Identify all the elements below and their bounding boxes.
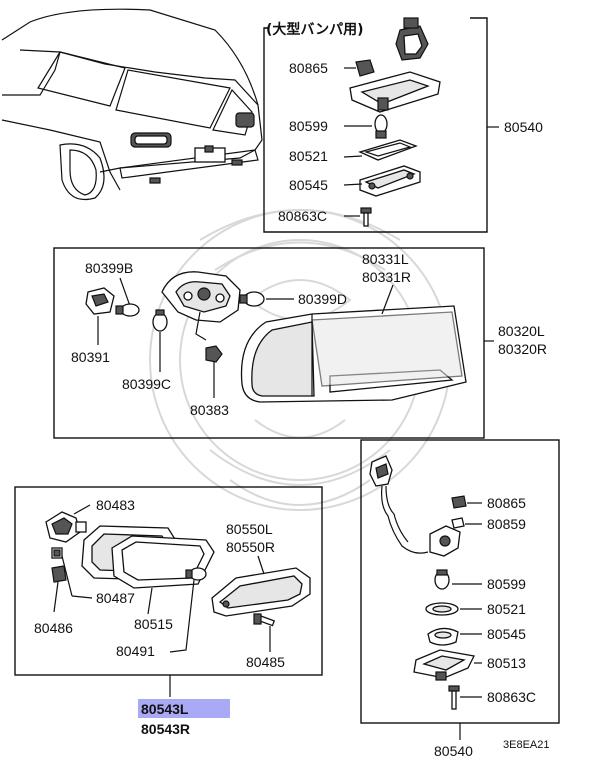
- label-80545-top: 80545: [289, 177, 328, 193]
- label-80491: 80491: [116, 643, 155, 659]
- label-80540-bottom: 80540: [434, 743, 473, 759]
- label-80863c-br: 80863C: [487, 689, 536, 705]
- label-80863c-top: 80863C: [278, 208, 327, 224]
- label-80486: 80486: [34, 620, 73, 636]
- socket-80391-part: [85, 287, 115, 315]
- figure-code: 3E8EA21: [503, 739, 549, 751]
- label-80513: 80513: [487, 655, 526, 671]
- label-80550l: 80550L: [226, 521, 273, 537]
- label-80483: 80483: [96, 497, 135, 513]
- lens-80550-part: [211, 567, 311, 617]
- label-80543l: 80543L: [141, 701, 189, 717]
- tail-lamp-body-part: [240, 305, 467, 403]
- lens-80545-top-part: [359, 165, 421, 197]
- label-80320r: 80320R: [498, 341, 547, 357]
- lamp-socket-harness-part: [161, 271, 241, 341]
- label-80545-br: 80545: [487, 626, 526, 642]
- bulb-80399c-part: [152, 309, 168, 332]
- clip-80865-shape: [355, 59, 375, 77]
- license-lamp-harness-group: 80865 80859 80599 80521 80545: [360, 439, 560, 759]
- label-80485: 80485: [246, 654, 285, 670]
- label-80487: 80487: [96, 590, 135, 606]
- bulb-80399b-part: [115, 303, 140, 317]
- label-80859: 80859: [487, 516, 526, 532]
- label-80550r: 80550R: [226, 539, 275, 555]
- bulb-80399d-part: [239, 291, 265, 307]
- label-80399b: 80399B: [85, 260, 133, 276]
- label-80521-br: 80521: [487, 601, 526, 617]
- box-outline: [14, 486, 323, 676]
- part-80859-shape: [451, 517, 465, 529]
- bulb-80599-top-part: [374, 114, 388, 139]
- screw-80485-part: [253, 613, 276, 627]
- license-lamp-kit-group: (大型バンパ用) 80865 80599 80521: [263, 17, 543, 233]
- box-outline: [53, 247, 485, 439]
- gasket-80521-br-part: [425, 602, 459, 616]
- tail-lamp-group: 80399B 80391 80399C: [53, 247, 547, 439]
- box-outline: [360, 439, 560, 724]
- bulb-80491-part: [185, 567, 207, 581]
- bumper-lamp-group: 80483 80515 80487 80486: [14, 486, 323, 737]
- vehicle-illustration: [1, 8, 263, 201]
- label-80865-top: 80865: [289, 60, 328, 76]
- lens-80545-br-part: [427, 627, 459, 646]
- label-80515: 80515: [134, 616, 173, 632]
- housing-80513-part: [413, 649, 475, 681]
- screw-80863c-top-part: [360, 207, 372, 227]
- bulb-80599-br-part: [434, 569, 450, 590]
- label-80399c: 80399C: [122, 376, 171, 392]
- connector-80487-part: [51, 547, 63, 559]
- label-80540-right: 80540: [504, 119, 543, 135]
- clip-80865-br-shape: [451, 495, 467, 509]
- label-80399d: 80399D: [298, 291, 347, 307]
- highlight-80543l: [138, 699, 230, 718]
- label-80599-br: 80599: [487, 576, 526, 592]
- socket-80483-part: [45, 511, 87, 543]
- label-80320l: 80320L: [498, 323, 545, 339]
- screw-80863c-br-part: [448, 685, 460, 710]
- grommet-80383-part: [205, 345, 223, 363]
- gasket-80521-top-part: [358, 139, 418, 161]
- bulb-socket-part: [395, 17, 429, 61]
- label-80383: 80383: [190, 402, 229, 418]
- label-80865-br: 80865: [487, 495, 526, 511]
- bumper-note: (大型バンパ用): [266, 21, 364, 38]
- label-80521-top: 80521: [289, 148, 328, 164]
- harness-connector-part: [369, 455, 461, 557]
- label-80391: 80391: [71, 349, 110, 365]
- label-80599-top: 80599: [289, 118, 328, 134]
- label-80331l: 80331L: [362, 251, 409, 267]
- label-80331r: 80331R: [362, 269, 411, 285]
- label-80543r: 80543R: [141, 721, 190, 737]
- clip-80486-part: [51, 565, 67, 583]
